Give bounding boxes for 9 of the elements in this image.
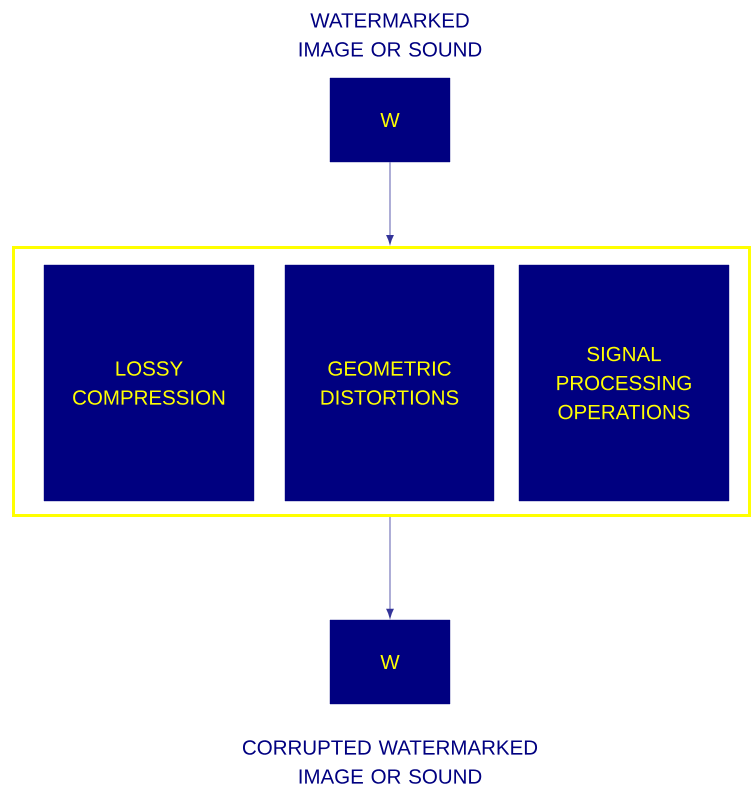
process-box: GEOMETRIC DISTORTIONS: [284, 264, 494, 502]
process-box: LOSSY COMPRESSION: [44, 264, 254, 502]
process-box: SIGNAL PROCESSING OPERATIONS: [518, 264, 730, 502]
arrow: [386, 162, 394, 245]
caption-text: WATERMARKED IMAGE OR SOUND: [300, 13, 482, 57]
caption-text: CORRUPTED WATERMARKED IMAGE OR SOUND: [242, 740, 538, 784]
process-box: W: [330, 620, 450, 704]
arrow: [386, 516, 394, 618]
process-box: W: [330, 78, 450, 162]
